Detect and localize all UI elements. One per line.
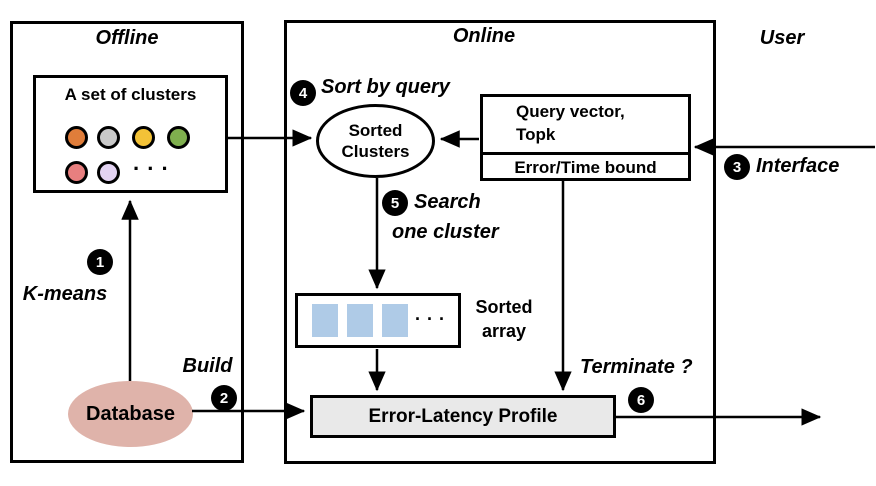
query-vector-line2: Topk — [516, 124, 556, 144]
error-time-bound-cell: Error/Time bound — [483, 152, 688, 185]
sorted-clusters-ellipse: Sorted Clusters — [316, 104, 435, 178]
array-cell — [347, 304, 373, 337]
search-label-line1: Search — [414, 191, 481, 213]
online-panel — [284, 20, 716, 464]
sorted-clusters-line1: Sorted — [348, 120, 403, 140]
online-title: Online — [452, 25, 516, 47]
array-cell — [382, 304, 408, 337]
offline-title: Offline — [95, 27, 159, 49]
kmeans-label: K-means — [22, 283, 108, 305]
interface-label: Interface — [756, 155, 840, 177]
array-ellipsis: . . . — [415, 304, 446, 324]
cluster-circle-orange — [65, 126, 88, 149]
cluster-circle-green — [167, 126, 190, 149]
step-5-badge: 5 — [382, 190, 408, 216]
sorted-array-label: Sorted array — [461, 295, 547, 344]
search-label-line2: one cluster — [392, 221, 499, 243]
step-3-badge: 3 — [724, 154, 750, 180]
step-4-badge: 4 — [290, 80, 316, 106]
sort-by-query-label: Sort by query — [321, 76, 450, 98]
array-cell — [312, 304, 338, 337]
terminate-label: Terminate ? — [580, 356, 693, 378]
error-latency-profile-box: Error-Latency Profile — [310, 395, 616, 438]
query-vector-cell: Query vector, Topk — [483, 97, 688, 152]
query-input-box: Query vector, Topk Error/Time bound — [480, 94, 691, 181]
step-2-badge: 2 — [211, 385, 237, 411]
cluster-circle-red — [65, 161, 88, 184]
cluster-circle-yellow — [132, 126, 155, 149]
sorted-array-label-line1: Sorted — [475, 297, 533, 317]
user-title: User — [759, 27, 805, 49]
offline-panel — [10, 21, 244, 463]
step-1-badge: 1 — [87, 249, 113, 275]
cluster-set-title: A set of clusters — [64, 85, 197, 104]
query-vector-line1: Query vector, — [516, 102, 625, 121]
sorted-array-box: . . . — [295, 293, 461, 348]
cluster-circle-purple — [97, 161, 120, 184]
database-ellipse: Database — [68, 381, 193, 447]
sorted-clusters-line2: Clusters — [341, 142, 410, 161]
cluster-circle-gray — [97, 126, 120, 149]
clusters-ellipsis: . . . — [133, 150, 169, 175]
build-label: Build — [182, 355, 233, 377]
cluster-set-box: A set of clusters . . . — [33, 75, 228, 193]
step-6-badge: 6 — [628, 387, 654, 413]
sorted-array-label-line2: array — [481, 321, 527, 342]
